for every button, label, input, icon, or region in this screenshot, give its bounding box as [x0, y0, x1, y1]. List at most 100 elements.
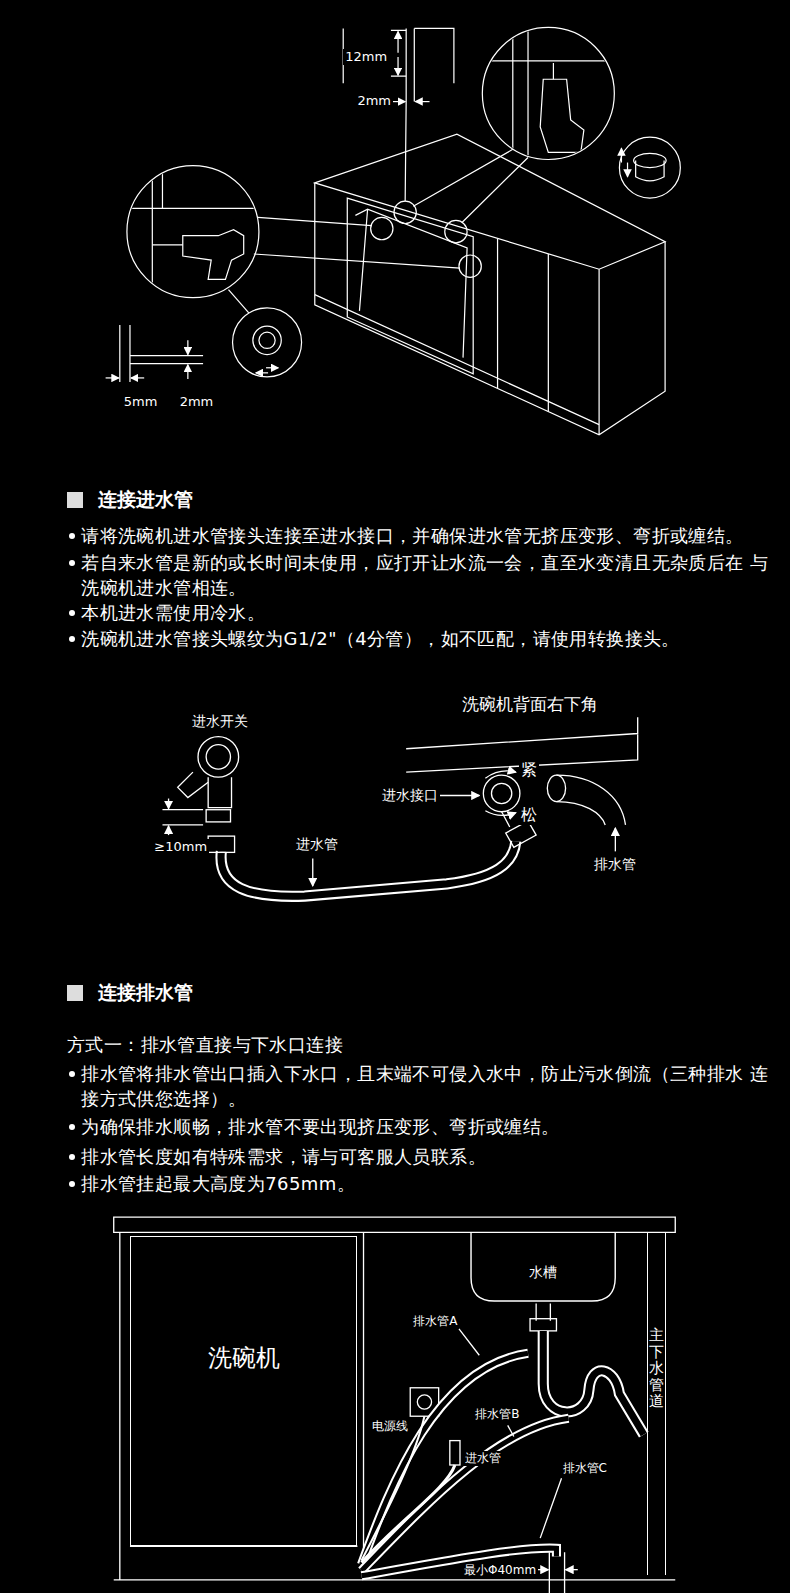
direction-label: 紧: [519, 760, 539, 780]
body-text: 洗碗机进水管接头螺纹为G1/2"（4分管），如不匹配，请使用转换接头。: [81, 626, 771, 651]
dimension: 12mm: [343, 49, 389, 65]
detail-callouts: [266, 367, 278, 368]
cabinet-drawing: [315, 134, 665, 435]
detail-callouts: [636, 161, 664, 181]
detail-callouts: [619, 137, 680, 198]
dimension: ≥10mm: [152, 839, 209, 855]
detail-callouts: [187, 365, 188, 379]
detail-callouts: [183, 230, 244, 280]
detail-callouts: [397, 31, 398, 52]
detail-callouts: [106, 27, 681, 382]
detail-callouts: [553, 63, 554, 79]
detail-callouts: [634, 153, 666, 167]
inlet-diagram: [198, 737, 239, 778]
body-text: 排水管长度如有特殊需求，请与可客服人员联系。: [81, 1144, 771, 1169]
install-drawing: [549, 1552, 564, 1593]
part-label: 排水管C: [561, 1461, 609, 1476]
inlet-diagram: [168, 826, 169, 835]
install-drawing: [450, 1441, 460, 1465]
inlet-diagram: [440, 795, 480, 796]
body-text: 方式一：排水管直接与下水口连接: [67, 1032, 757, 1057]
install-drawing: [361, 1353, 528, 1564]
detail-callouts: [152, 244, 182, 245]
install-drawing: [361, 1465, 454, 1563]
heading-square: [67, 492, 83, 508]
inlet-diagram: [491, 783, 511, 803]
dimension: 5mm: [122, 394, 160, 410]
inlet-diagram: [221, 841, 516, 896]
dimension: 2mm: [178, 394, 216, 410]
detail-callouts: [445, 220, 467, 242]
node-text: 洗碗机: [208, 1342, 280, 1374]
body-text: 本机进水需使用冷水。: [81, 600, 771, 625]
heading-square: [67, 985, 83, 1001]
part-label: 排水管: [592, 856, 638, 874]
inlet-diagram: [547, 775, 565, 801]
part-label: 进水开关: [190, 713, 250, 731]
inlet-diagram: [556, 775, 625, 825]
inlet-diagram: [208, 777, 231, 807]
body-text: 若自来水管是新的或长时间未使用，应打开让水流一会，直至水变清且无杂质后在 与洗碗…: [81, 550, 771, 600]
cabinet-drawing: [315, 134, 665, 269]
detail-callouts: [127, 166, 259, 298]
install-drawing: [566, 1569, 578, 1570]
part-label: 进水管: [294, 836, 340, 854]
install-drawing: [114, 1217, 676, 1593]
detail-callouts: [391, 30, 406, 76]
cabinet-drawing: [347, 198, 473, 374]
cabinet-drawing: [315, 183, 665, 435]
detail-callouts: [394, 201, 416, 223]
bullet-dot: [69, 1071, 75, 1077]
install-drawing: [361, 1353, 528, 1564]
sink-outline: [471, 1232, 615, 1301]
bullet-dot: [69, 1181, 75, 1187]
part-label: 进水管: [463, 1451, 503, 1466]
detail-callouts: [233, 308, 302, 377]
detail-callouts: [253, 326, 281, 354]
detail-callouts: [413, 149, 528, 222]
install-drawing: [114, 1232, 676, 1579]
inlet-diagram: [162, 717, 637, 896]
dimension: 2mm: [355, 93, 393, 109]
bullet-dot: [69, 1154, 75, 1160]
inlet-diagram: [485, 771, 515, 778]
install-drawing: [459, 1329, 562, 1538]
inlet-diagram: [615, 828, 616, 851]
detail-callouts: [254, 217, 460, 268]
detail-callouts: [259, 332, 275, 348]
dimension: 最小Φ40mm: [462, 1563, 538, 1578]
drain-pipe-band: 主下水管道: [647, 1232, 666, 1574]
detail-callouts: [459, 255, 481, 277]
detail-callouts: [187, 340, 188, 354]
part-label: 排水管A: [411, 1314, 459, 1329]
detail-callouts: [228, 290, 248, 313]
inlet-diagram: [206, 810, 230, 822]
part-label: 洗碗机背面右下角: [460, 694, 600, 715]
inlet-diagram: [178, 772, 208, 797]
inlet-diagram: [483, 775, 520, 812]
part-label: 电源线: [370, 1419, 410, 1434]
detail-callouts: [256, 372, 268, 373]
detail-callouts: [127, 163, 259, 300]
detail-callouts: [415, 101, 429, 102]
bullet-dot: [69, 560, 75, 566]
bullet-dot: [69, 533, 75, 539]
part-label: 进水接口: [380, 787, 440, 805]
detail-callouts: [482, 27, 614, 159]
inlet-diagram: [206, 745, 230, 769]
sink-shape: 水槽: [469, 1232, 617, 1303]
detail-callouts: [392, 101, 405, 102]
detail-callouts: [627, 163, 628, 177]
detail-callouts: [120, 325, 203, 382]
detail-callouts: [127, 163, 259, 300]
detail-callouts: [540, 79, 584, 152]
install-drawing: [530, 1319, 556, 1331]
inlet-diagram: [485, 811, 515, 816]
inlet-diagram: [168, 799, 169, 809]
install-drawing: [417, 1395, 431, 1409]
part-label: 排水管B: [473, 1407, 521, 1422]
cabinet-drawing: [315, 239, 599, 425]
body-text: 请将洗碗机进水管接头连接至进水接口，并确保进水管无挤压变形、弯折或缠结。: [81, 523, 771, 548]
dishwasher-box: 洗碗机: [130, 1236, 357, 1546]
detail-callouts: [131, 377, 144, 378]
